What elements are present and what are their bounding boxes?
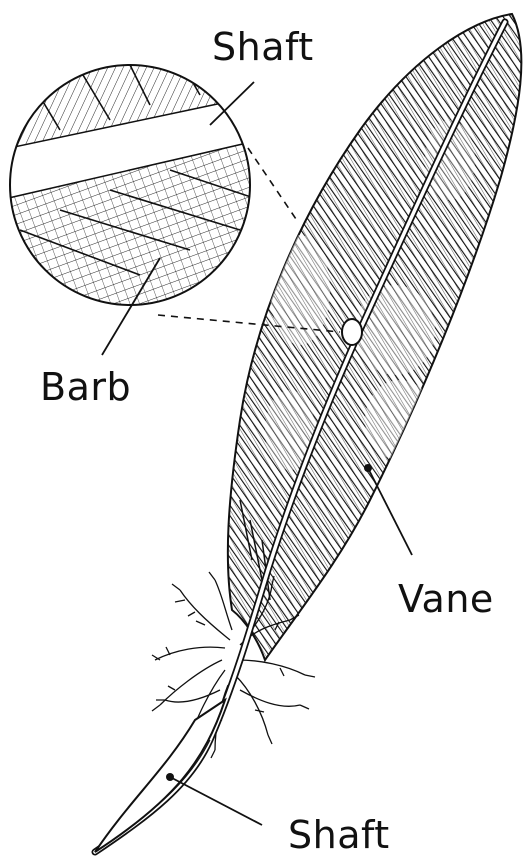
magnified-detail (0, 60, 260, 320)
label-barb: Barb (40, 365, 131, 409)
leader-shaft-bottom (172, 778, 262, 825)
vane-point-marker (364, 464, 372, 472)
label-shaft-bottom: Shaft (288, 813, 390, 857)
label-vane: Vane (398, 577, 494, 621)
shaft-point-marker (166, 773, 174, 781)
feather-vane (200, 0, 528, 864)
label-shaft-top: Shaft (212, 25, 314, 69)
magnified-area-marker (342, 319, 362, 345)
leader-vane (368, 468, 412, 555)
